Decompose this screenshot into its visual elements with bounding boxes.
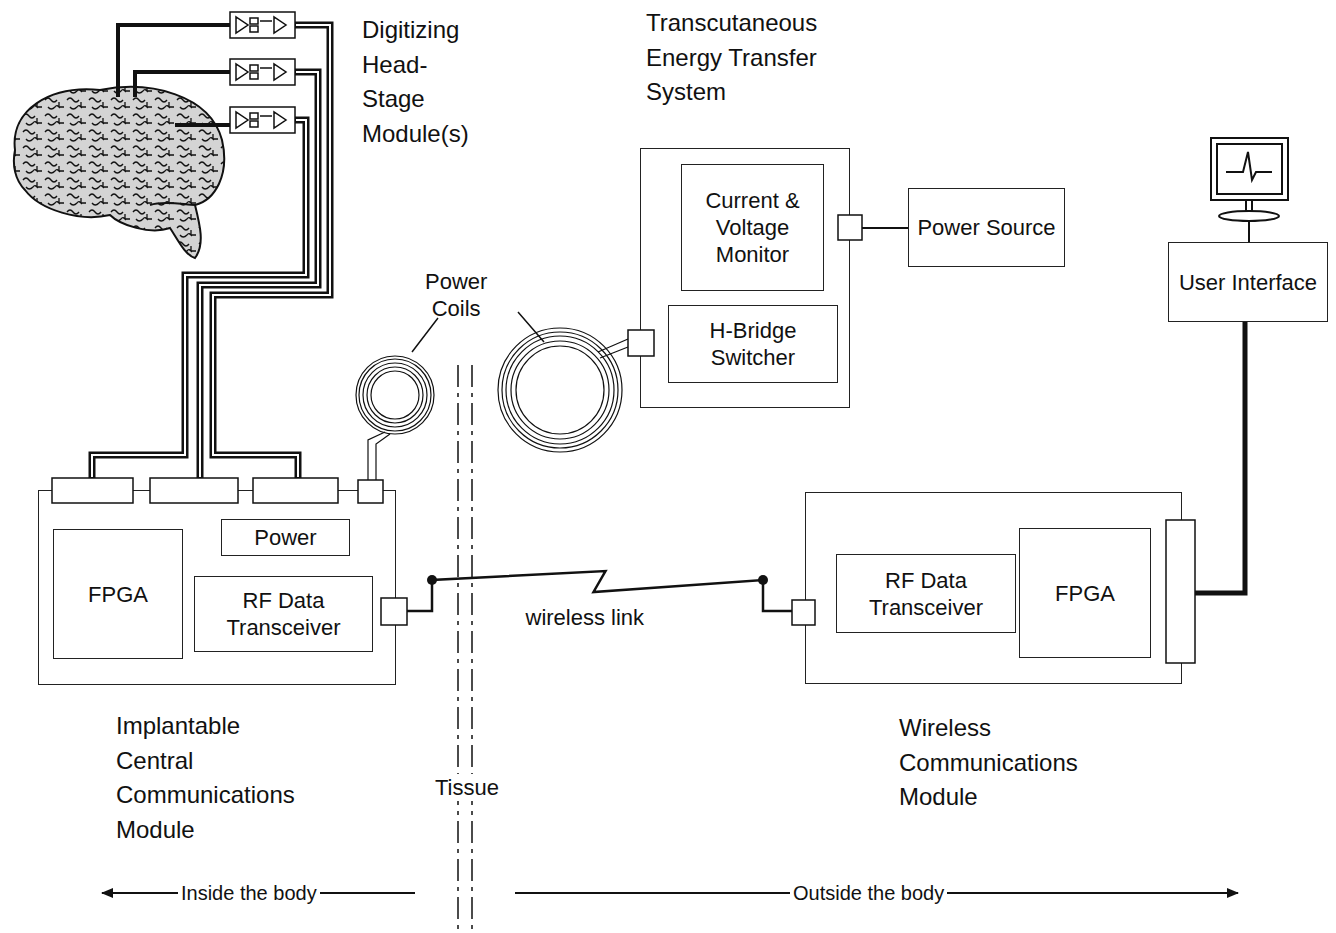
power-coil xyxy=(498,328,628,452)
connector-line xyxy=(850,227,908,229)
module-heading: Transcutaneous Energy Transfer System xyxy=(646,6,817,110)
component-box: Current & Voltage Monitor xyxy=(681,164,824,291)
module-box: Implantable Central Communications Modul… xyxy=(38,490,396,685)
annotation-label: Tissue xyxy=(433,774,501,801)
box-label: RF Data Transceiver xyxy=(195,587,372,641)
antenna-dot xyxy=(758,575,768,585)
module-heading: Implantable Central Communications Modul… xyxy=(116,709,295,847)
component-box: H-Bridge Switcher xyxy=(668,305,838,383)
component-box: User Interface xyxy=(1168,242,1328,322)
box-label: Power xyxy=(250,524,320,551)
box-label: User Interface xyxy=(1175,269,1321,296)
edge-label: wireless link xyxy=(526,604,645,631)
module-box: Transcutaneous Energy Transfer SystemCur… xyxy=(640,148,850,408)
box-label: FPGA xyxy=(84,581,152,608)
box-label: FPGA xyxy=(1051,580,1119,607)
component-box: Power xyxy=(221,519,350,556)
brain xyxy=(14,87,224,258)
module-heading: Digitizing Head-Stage Module(s) xyxy=(362,13,469,151)
box-label: H-Bridge Switcher xyxy=(669,317,837,371)
annotation-label: Inside the body xyxy=(178,880,320,907)
port xyxy=(52,215,1195,663)
monitor-icon xyxy=(1211,138,1288,242)
antenna-dot xyxy=(427,575,437,585)
connector xyxy=(1182,322,1245,593)
component-box: Power Source xyxy=(908,188,1065,267)
connector-line xyxy=(1182,322,1245,593)
annotation-label: Outside the body xyxy=(790,880,947,907)
box-label: Current & Voltage Monitor xyxy=(682,187,823,268)
box-label: Power Source xyxy=(913,214,1059,241)
module-heading: Wireless Communications Module xyxy=(899,711,1078,815)
box-label: RF Data Transceiver xyxy=(837,567,1015,621)
annotation-label: Power Coils xyxy=(425,268,487,322)
component-box: RF Data Transceiver xyxy=(836,554,1016,633)
connector xyxy=(850,228,908,229)
module-box: Wireless Communications ModuleRF Data Tr… xyxy=(805,492,1182,684)
component-box: FPGA xyxy=(53,529,183,659)
tissue-boundary xyxy=(458,365,472,933)
component-box: FPGA xyxy=(1019,528,1151,658)
component-box: RF Data Transceiver xyxy=(194,576,373,652)
power-coil xyxy=(356,356,434,480)
head-stage-wires xyxy=(92,25,330,478)
head-stage-module xyxy=(230,12,295,133)
